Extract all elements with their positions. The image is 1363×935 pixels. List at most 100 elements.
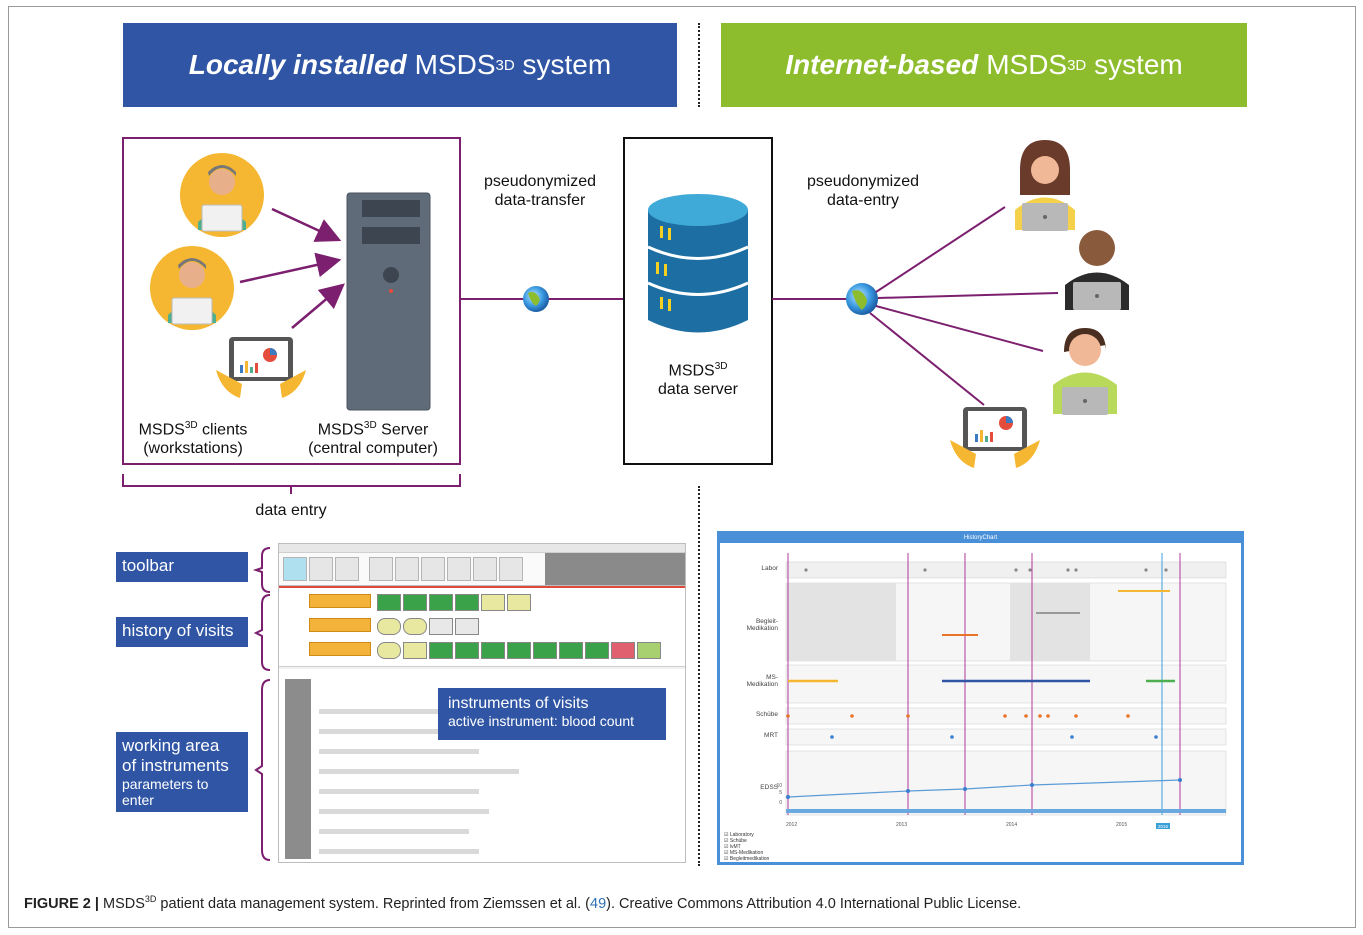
data-entry-label: data entry (255, 502, 327, 519)
toolbar-button[interactable] (499, 557, 523, 581)
instrument-box[interactable] (507, 594, 531, 611)
row-label-labor: Labor (761, 565, 778, 572)
instrument-box[interactable] (403, 642, 427, 659)
transfer-label: pseudonymized data-transfer (475, 172, 605, 210)
row-label-begleit: Begleit- Medikation (746, 618, 778, 632)
line-user1 (875, 206, 1006, 293)
srv-label-sup: 3D (363, 420, 377, 431)
arrow-tablet-server (291, 283, 345, 329)
instrument-box[interactable] (637, 642, 661, 659)
clients-label: MSDS3D clients (workstations) (126, 416, 260, 458)
visit-date[interactable] (309, 642, 371, 656)
row-label-ms-medikation: MS- Medikation (746, 674, 778, 688)
remote-user-3 (1053, 328, 1117, 415)
remote-tablet (950, 407, 1040, 468)
instrument-box[interactable] (559, 642, 583, 659)
clients-label-line2: (workstations) (143, 440, 243, 458)
instrument-box[interactable] (403, 594, 427, 611)
form-row (319, 769, 519, 774)
visit-date[interactable] (309, 594, 371, 608)
divider-bottom (698, 486, 700, 866)
arrow-client1-server (271, 207, 342, 242)
figure-caption: FIGURE 2 | MSDS3D patient data managemen… (24, 894, 1021, 912)
instrument-box[interactable] (533, 642, 557, 659)
arrow-client2-server (239, 252, 342, 284)
form-row (319, 849, 479, 854)
clients-label-sup: 3D (184, 420, 198, 431)
toolbar-button[interactable] (335, 557, 359, 581)
server-label-text: MSDS (668, 362, 715, 380)
data-server-label: MSDS3D data server (640, 357, 756, 399)
client-workstation-2 (150, 246, 234, 330)
legend-label: Schübe (729, 838, 747, 844)
toolbar-button[interactable] (309, 557, 333, 581)
toolbar-button[interactable] (447, 557, 471, 581)
history-chart-window: HistoryChart (717, 531, 1244, 865)
clients-label-tail: clients (197, 421, 248, 439)
toolbar-button[interactable] (283, 557, 307, 581)
visit-date[interactable] (309, 618, 371, 632)
divider-top (698, 23, 700, 107)
srv-label-text: MSDS (317, 421, 364, 439)
toolbar-button[interactable] (395, 557, 419, 581)
banner-tail: system (1094, 49, 1183, 80)
instrument-box[interactable] (377, 618, 401, 635)
banner-text: MSDS (986, 49, 1068, 80)
instrument-box[interactable] (429, 618, 453, 635)
legend-item[interactable]: ☑ MS-Medikation (724, 850, 764, 856)
caption-reference-link[interactable]: 49 (590, 895, 607, 912)
legend-label: Laboratory (729, 832, 754, 838)
instrument-box[interactable] (455, 642, 479, 659)
instrument-box[interactable] (455, 594, 479, 611)
row-label-schuebe: Schübe (755, 711, 778, 718)
form-row (319, 809, 489, 814)
toolbar-button[interactable] (369, 557, 393, 581)
clients-label-text: MSDS (138, 421, 185, 439)
line-tablet (869, 312, 985, 406)
caption-text-a: MSDS (98, 895, 145, 912)
instrument-box[interactable] (377, 594, 401, 611)
form-row (319, 729, 499, 734)
banner-tail: system (522, 49, 612, 80)
row-label-edss: EDSS (760, 784, 778, 791)
instrument-box[interactable] (481, 594, 505, 611)
remote-user-2 (1065, 230, 1129, 310)
instrument-box[interactable] (429, 594, 453, 611)
legend-item[interactable]: ☑ Begleitmedikation (724, 856, 770, 862)
instrument-box[interactable] (611, 642, 635, 659)
server-label: MSDS3D Server (central computer) (290, 416, 456, 458)
transfer-label-line1: pseudonymized (483, 173, 597, 190)
working-area-line2: of instruments (122, 756, 229, 775)
edss-tick-10: 10 (776, 783, 782, 789)
instrument-working-area (279, 669, 685, 862)
working-area-sidebar (285, 679, 311, 859)
entry-label-line2: data-entry (826, 192, 900, 209)
instrument-box[interactable] (481, 642, 505, 659)
server-label-sup: 3D (714, 361, 728, 372)
instrument-box[interactable] (377, 642, 401, 659)
working-area-line1: working area (122, 736, 220, 755)
toolbar-button[interactable] (473, 557, 497, 581)
legend-item[interactable]: ☑ lvMT (724, 844, 741, 850)
legend-label: MS-Medikation (729, 850, 764, 856)
instrument-box[interactable] (429, 642, 453, 659)
instrument-box[interactable] (455, 618, 479, 635)
line-user2 (877, 292, 1059, 299)
banner-sup: 3D (1067, 56, 1087, 74)
banner-text: MSDS (414, 49, 496, 80)
history-label: history of visits (116, 617, 248, 647)
history-chart-titlebar: HistoryChart (720, 534, 1241, 543)
instrument-box[interactable] (507, 642, 531, 659)
instrument-box[interactable] (403, 618, 427, 635)
working-area-label: working area of instruments parameters t… (116, 732, 248, 812)
legend-item[interactable]: ☑ Schübe (724, 838, 747, 844)
instrument-box[interactable] (585, 642, 609, 659)
legend-item[interactable]: ☑ Laboratory (724, 832, 754, 838)
toolbar-button[interactable] (421, 557, 445, 581)
app-menubar (279, 544, 685, 553)
central-server (346, 192, 431, 411)
banner-sup: 3D (495, 56, 515, 74)
x-tick-2014: 2014 (1006, 822, 1017, 828)
